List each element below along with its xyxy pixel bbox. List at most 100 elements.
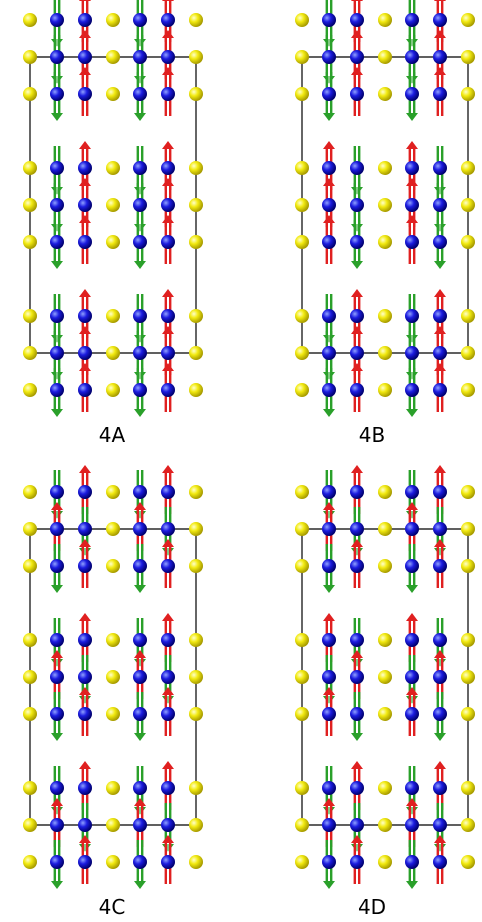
blue-atom	[161, 198, 175, 212]
yellow-atom	[461, 855, 475, 869]
panel-4D	[295, 465, 475, 889]
blue-atom	[161, 235, 175, 249]
blue-atom	[161, 855, 175, 869]
yellow-atom	[295, 485, 309, 499]
blue-atom	[405, 707, 419, 721]
blue-atom	[322, 13, 336, 27]
blue-atom	[322, 87, 336, 101]
yellow-atom	[23, 485, 37, 499]
yellow-atom	[189, 559, 203, 573]
blue-atom	[405, 87, 419, 101]
yellow-atom	[295, 309, 309, 323]
blue-atom	[133, 383, 147, 397]
blue-atom	[433, 383, 447, 397]
blue-atom	[405, 781, 419, 795]
blue-atom	[161, 383, 175, 397]
yellow-atom	[295, 346, 309, 360]
blue-atom	[50, 383, 64, 397]
blue-atom	[433, 13, 447, 27]
yellow-atom	[106, 87, 120, 101]
yellow-atom	[189, 87, 203, 101]
blue-atom	[78, 13, 92, 27]
yellow-atom	[295, 818, 309, 832]
blue-atom	[433, 235, 447, 249]
blue-atom	[133, 781, 147, 795]
blue-atom	[161, 522, 175, 536]
blue-atom	[78, 781, 92, 795]
yellow-atom	[106, 161, 120, 175]
yellow-atom	[461, 161, 475, 175]
blue-atom	[322, 559, 336, 573]
blue-atom	[133, 235, 147, 249]
blue-atom	[161, 87, 175, 101]
yellow-atom	[295, 50, 309, 64]
blue-atom	[78, 198, 92, 212]
yellow-atom	[106, 346, 120, 360]
panel-4C	[23, 465, 203, 889]
blue-atom	[78, 87, 92, 101]
blue-atom	[405, 485, 419, 499]
blue-atom	[322, 818, 336, 832]
blue-atom	[322, 781, 336, 795]
yellow-atom	[378, 522, 392, 536]
blue-atom	[78, 818, 92, 832]
blue-atom	[350, 670, 364, 684]
blue-atom	[133, 50, 147, 64]
blue-atom	[50, 522, 64, 536]
blue-atom	[133, 198, 147, 212]
yellow-atom	[461, 485, 475, 499]
blue-atom	[133, 87, 147, 101]
blue-atom	[78, 50, 92, 64]
panel-label-4C: 4C	[99, 895, 126, 919]
yellow-atom	[106, 818, 120, 832]
blue-atom	[322, 855, 336, 869]
blue-atom	[322, 198, 336, 212]
blue-atom	[78, 670, 92, 684]
blue-atom	[350, 198, 364, 212]
yellow-atom	[461, 818, 475, 832]
blue-atom	[433, 87, 447, 101]
yellow-atom	[378, 309, 392, 323]
blue-atom	[350, 522, 364, 536]
blue-atom	[78, 855, 92, 869]
blue-atom	[405, 50, 419, 64]
yellow-atom	[378, 50, 392, 64]
blue-atom	[322, 383, 336, 397]
yellow-atom	[106, 559, 120, 573]
yellow-atom	[461, 13, 475, 27]
blue-atom	[322, 346, 336, 360]
blue-atom	[350, 13, 364, 27]
yellow-atom	[189, 309, 203, 323]
yellow-atom	[378, 13, 392, 27]
blue-atom	[350, 485, 364, 499]
yellow-atom	[461, 235, 475, 249]
yellow-atom	[106, 13, 120, 27]
blue-atom	[405, 198, 419, 212]
blue-atom	[350, 818, 364, 832]
blue-atom	[133, 855, 147, 869]
blue-atom	[350, 346, 364, 360]
blue-atom	[405, 670, 419, 684]
blue-atom	[322, 50, 336, 64]
blue-atom	[433, 50, 447, 64]
blue-atom	[322, 670, 336, 684]
blue-atom	[78, 383, 92, 397]
blue-atom	[78, 707, 92, 721]
blue-atom	[161, 818, 175, 832]
blue-atom	[350, 781, 364, 795]
blue-atom	[133, 309, 147, 323]
yellow-atom	[461, 670, 475, 684]
blue-atom	[433, 670, 447, 684]
yellow-atom	[189, 781, 203, 795]
blue-atom	[133, 818, 147, 832]
blue-atom	[50, 198, 64, 212]
blue-atom	[405, 13, 419, 27]
blue-atom	[433, 633, 447, 647]
blue-atom	[433, 781, 447, 795]
yellow-atom	[295, 781, 309, 795]
yellow-atom	[23, 522, 37, 536]
yellow-atom	[295, 633, 309, 647]
blue-atom	[50, 707, 64, 721]
yellow-atom	[461, 522, 475, 536]
